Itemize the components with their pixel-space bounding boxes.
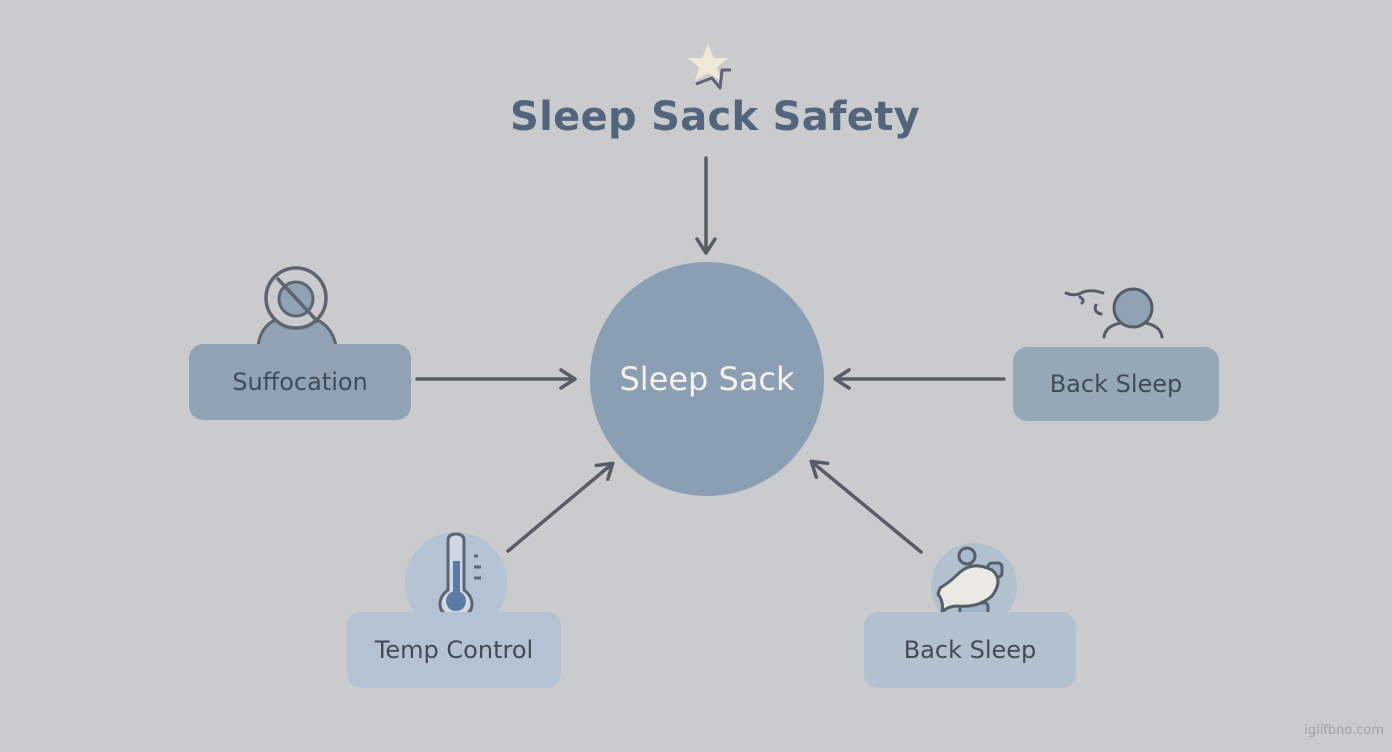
node-suffocation: Suffocation — [189, 344, 411, 420]
node-temp-control: Temp Control — [347, 612, 561, 688]
node-back-sleep-right: Back Sleep — [1013, 347, 1219, 421]
sleeping-person-icon — [1064, 287, 1164, 339]
connector-arrows — [415, 156, 1006, 554]
node-back-sleep-bottom: Back Sleep — [864, 612, 1076, 688]
star-icon — [687, 44, 731, 90]
node-label: Back Sleep — [903, 636, 1037, 664]
center-node-sleep-sack: Sleep Sack — [590, 262, 824, 496]
center-node-label: Sleep Sack — [619, 360, 795, 398]
sleeping-baby-icon — [936, 546, 1004, 617]
watermark: iglifbno.com — [1304, 723, 1384, 738]
no-suffocation-person-icon — [256, 266, 338, 348]
diagram-title: Sleep Sack Safety — [509, 94, 920, 140]
node-label: Temp Control — [374, 636, 534, 664]
thermometer-icon — [438, 532, 481, 618]
node-label: Back Sleep — [1049, 370, 1183, 398]
node-label: Suffocation — [232, 368, 368, 396]
